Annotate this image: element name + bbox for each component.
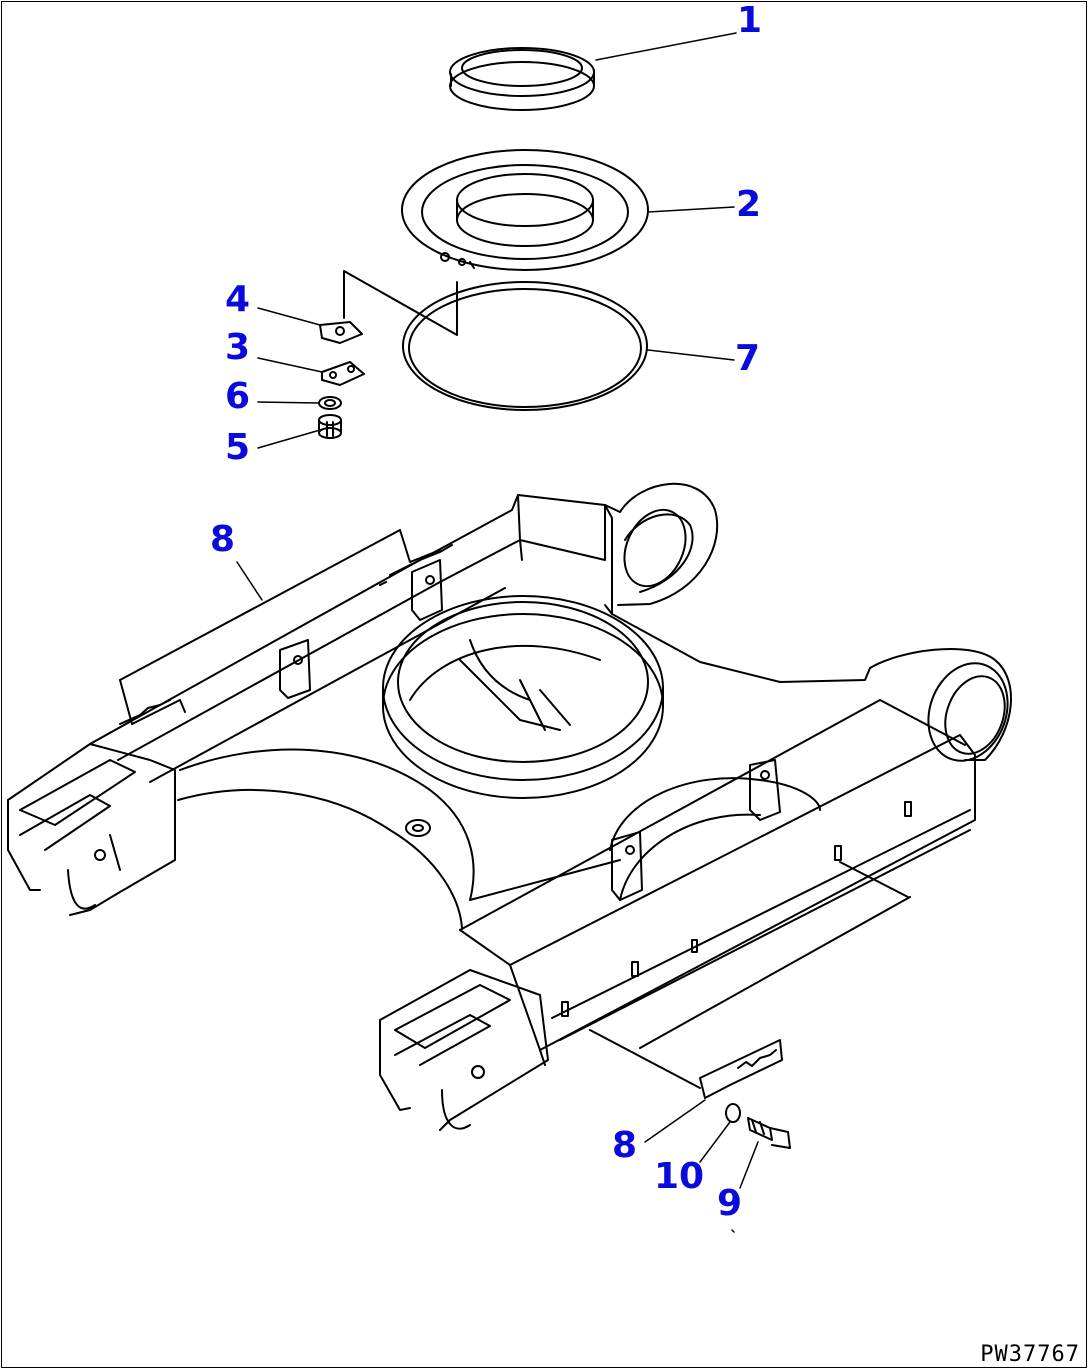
callout-labels: 1 2 7 4 3 6 5 8 8 10 9 — [210, 0, 762, 1224]
callout-9: 9 — [717, 1183, 742, 1224]
callout-8-guard: 8 — [612, 1125, 637, 1166]
part-6-washer — [319, 397, 341, 409]
part-10-washer — [726, 1104, 740, 1122]
callout-8-frame: 8 — [210, 519, 235, 560]
part-2-seal — [402, 150, 648, 270]
callout-2: 2 — [736, 184, 761, 225]
part-8-guard-plate — [700, 1040, 782, 1098]
callout-1: 1 — [737, 0, 762, 41]
part-3-plate — [322, 362, 364, 385]
part-5-fitting — [319, 415, 341, 438]
part-4-plate — [320, 322, 362, 343]
callout-10: 10 — [654, 1156, 704, 1197]
callout-7: 7 — [735, 338, 760, 379]
part-9-bolt — [748, 1118, 790, 1148]
reference-lines — [344, 271, 457, 335]
callout-4: 4 — [225, 279, 250, 320]
callout-5: 5 — [225, 427, 250, 468]
part-1-cap — [450, 48, 594, 110]
callout-6: 6 — [225, 376, 250, 417]
part-8-track-frame — [8, 484, 1021, 1130]
drawing-code: PW37767 — [980, 1342, 1080, 1367]
leader-lines — [237, 33, 758, 1232]
callout-3: 3 — [225, 327, 250, 368]
part-7-o-ring — [403, 282, 647, 410]
